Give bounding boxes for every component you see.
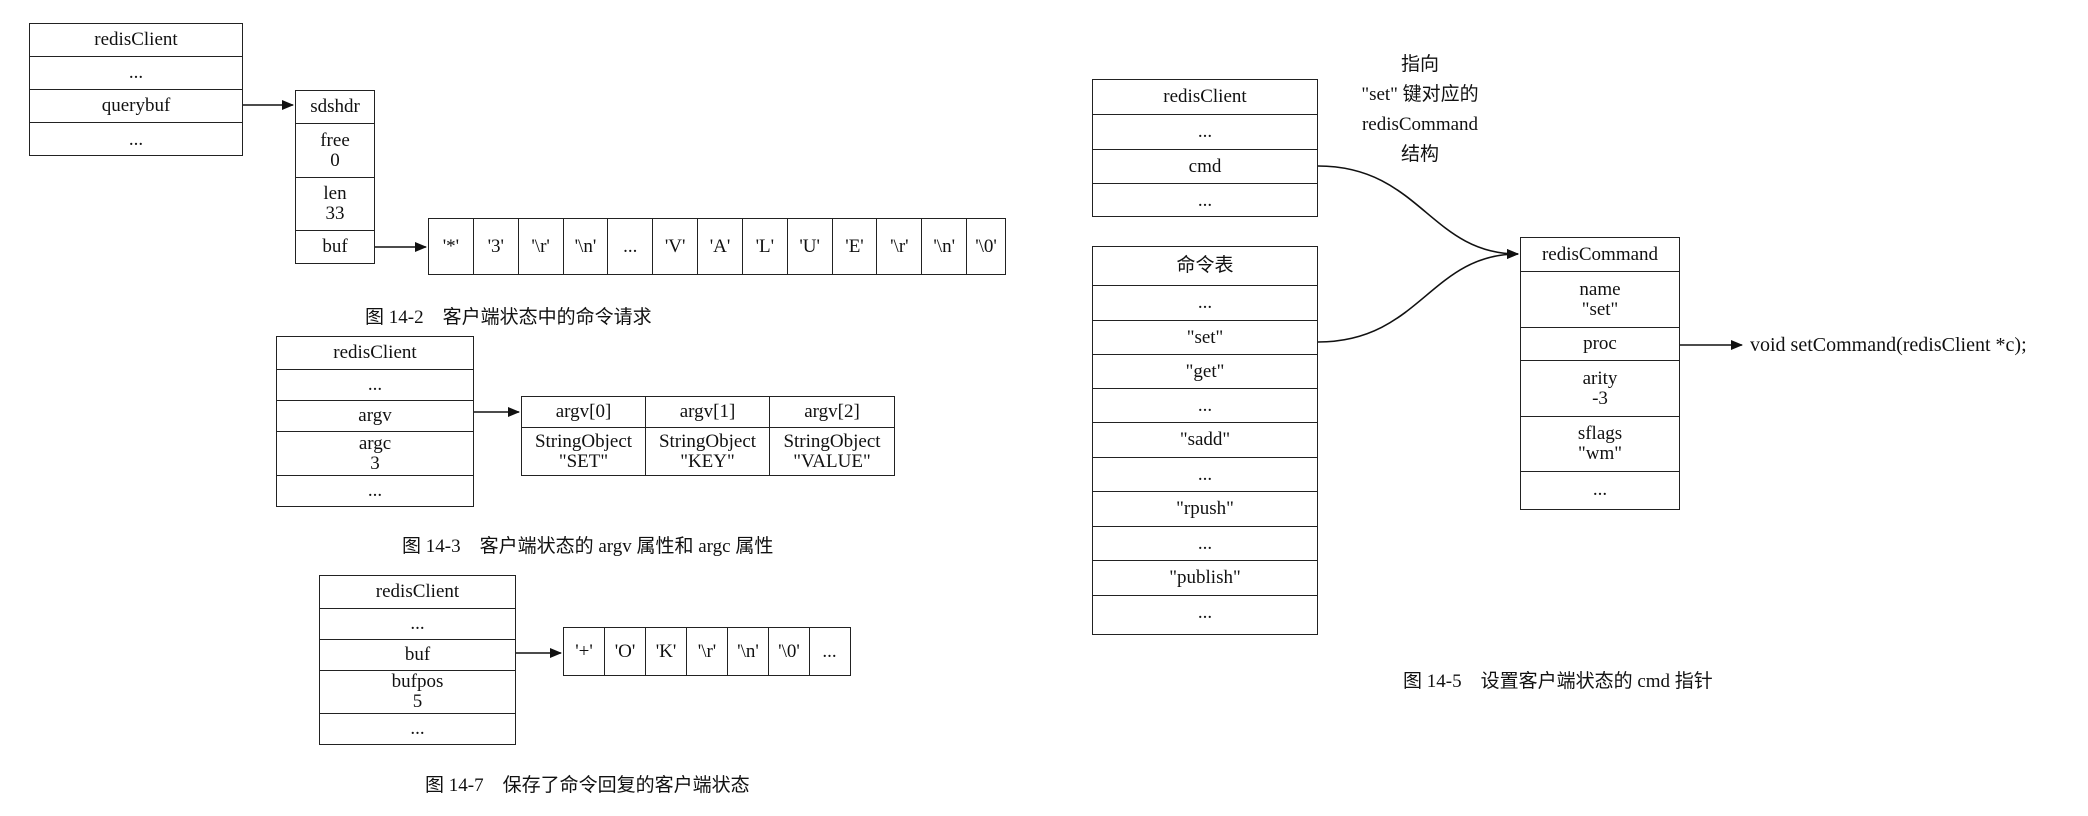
command-table-entry: "publish" [1093, 561, 1317, 596]
char-cell: '\0' [769, 628, 810, 675]
set-entry-to-rediscommand-arrow [1317, 249, 1519, 343]
char-cell: 'U' [788, 219, 833, 274]
command-table-entry: "rpush" [1093, 492, 1317, 527]
command-table-entry: ... [1093, 286, 1317, 321]
char-cell: '\0' [975, 235, 997, 257]
string-object: StringObject "VALUE" [783, 430, 881, 472]
command-table-entry: "get" [1093, 355, 1317, 389]
char-cell: '\n' [728, 628, 769, 675]
sflags-field: sflags "wm" [1521, 417, 1679, 472]
redisclient-struct-14-5: redisClient ... cmd ... [1092, 79, 1318, 217]
struct-title: redisCommand [1521, 238, 1679, 272]
char-cell: '\r' [877, 219, 923, 274]
argv-element: argv[1] StringObject "KEY" [646, 397, 770, 475]
char-cell: '+' [564, 628, 605, 675]
string-object: StringObject "SET" [534, 430, 633, 472]
char-cell: 'A' [698, 219, 743, 274]
char-cell: '\n' [564, 219, 609, 274]
char-cell: '\n' [922, 219, 968, 274]
struct-field: ... [30, 57, 242, 90]
command-table-entry: ... [1093, 458, 1317, 492]
sdshdr-struct: sdshdr free 0 len 33 buf [295, 90, 375, 264]
proc-field: proc [1521, 328, 1679, 361]
argc-field: argc 3 [277, 432, 473, 476]
command-table-entry: ... [1093, 527, 1317, 561]
char-cell: '*' [429, 219, 474, 274]
struct-title: redisClient [1093, 80, 1317, 115]
struct-field: ... [410, 717, 425, 739]
figure-caption-14-2: 图 14-2 客户端状态中的命令请求 [365, 307, 652, 328]
proc-function-label: void setCommand(redisClient *c); [1750, 334, 2027, 356]
command-table-entry: "sadd" [1093, 423, 1317, 458]
struct-title: redisClient [277, 337, 473, 370]
struct-field: ... [277, 370, 473, 401]
free-field: free 0 [296, 124, 374, 178]
char-cell: 'L' [743, 219, 788, 274]
char-cell: 'E' [833, 219, 878, 274]
figure-caption-14-5: 图 14-5 设置客户端状态的 cmd 指针 [1403, 671, 1713, 692]
argv-index: argv[0] [522, 397, 645, 428]
cmd-field: cmd [1093, 150, 1317, 184]
figure-caption-14-7: 图 14-7 保存了命令回复的客户端状态 [425, 775, 750, 796]
command-table-title: 命令表 [1093, 247, 1317, 286]
buf-field: buf [322, 236, 348, 257]
char-cell: '\r' [687, 628, 728, 675]
rediscommand-struct: redisCommand name "set" proc arity -3 sf… [1520, 237, 1680, 510]
querybuf-char-array: '*' '3' '\r' '\n' ... 'V' 'A' 'L' 'U' 'E… [428, 218, 1006, 275]
command-table-entry-set: "set" [1093, 321, 1317, 355]
redisclient-struct-14-2: redisClient ... querybuf ... [29, 23, 243, 156]
argv-field: argv [277, 401, 473, 432]
command-table-entry: ... [1197, 602, 1213, 623]
struct-field: ... [1197, 190, 1213, 211]
cmd-pointer-note: 指向 "set" 键对应的 redisCommand 结构 [1361, 54, 1479, 165]
redisclient-struct-14-3: redisClient ... argv argc 3 ... [276, 336, 474, 507]
len-field: len 33 [296, 178, 374, 231]
char-cell: ... [608, 219, 654, 274]
struct-title: sdshdr [296, 91, 374, 124]
char-cell: 'K' [646, 628, 687, 675]
argv-element: argv[2] StringObject "VALUE" [770, 397, 894, 475]
struct-field: ... [1093, 115, 1317, 150]
char-cell: '3' [474, 219, 519, 274]
argv-index: argv[2] [770, 397, 894, 428]
string-object: StringObject "KEY" [658, 430, 757, 472]
buf-field: buf [320, 640, 515, 671]
struct-title: redisClient [320, 576, 515, 609]
char-cell: '\r' [519, 219, 564, 274]
reply-buf-char-array: '+' 'O' 'K' '\r' '\n' '\0' ... [563, 627, 851, 676]
struct-field: ... [367, 479, 383, 501]
querybuf-field: querybuf [30, 90, 242, 123]
name-field: name "set" [1521, 272, 1679, 328]
struct-title: redisClient [30, 24, 242, 57]
command-table-entry: ... [1093, 389, 1317, 423]
arity-field: arity -3 [1521, 361, 1679, 417]
char-cell: 'V' [653, 219, 699, 274]
argv-index: argv[1] [646, 397, 769, 428]
cmd-to-rediscommand-arrow [1317, 165, 1519, 259]
bufpos-field: bufpos 5 [320, 671, 515, 714]
argv-array: argv[0] StringObject "SET" argv[1] Strin… [521, 396, 895, 476]
command-table: 命令表 ... "set" "get" ... "sadd" ... "rpus… [1092, 246, 1318, 635]
redisclient-struct-14-7: redisClient ... buf bufpos 5 ... [319, 575, 516, 745]
struct-field: ... [128, 128, 144, 150]
struct-field: ... [320, 609, 515, 640]
char-cell: ... [822, 640, 837, 662]
char-cell: 'O' [605, 628, 646, 675]
argv-element: argv[0] StringObject "SET" [522, 397, 646, 475]
figure-caption-14-3: 图 14-3 客户端状态的 argv 属性和 argc 属性 [402, 536, 774, 557]
struct-field: ... [1592, 478, 1608, 500]
